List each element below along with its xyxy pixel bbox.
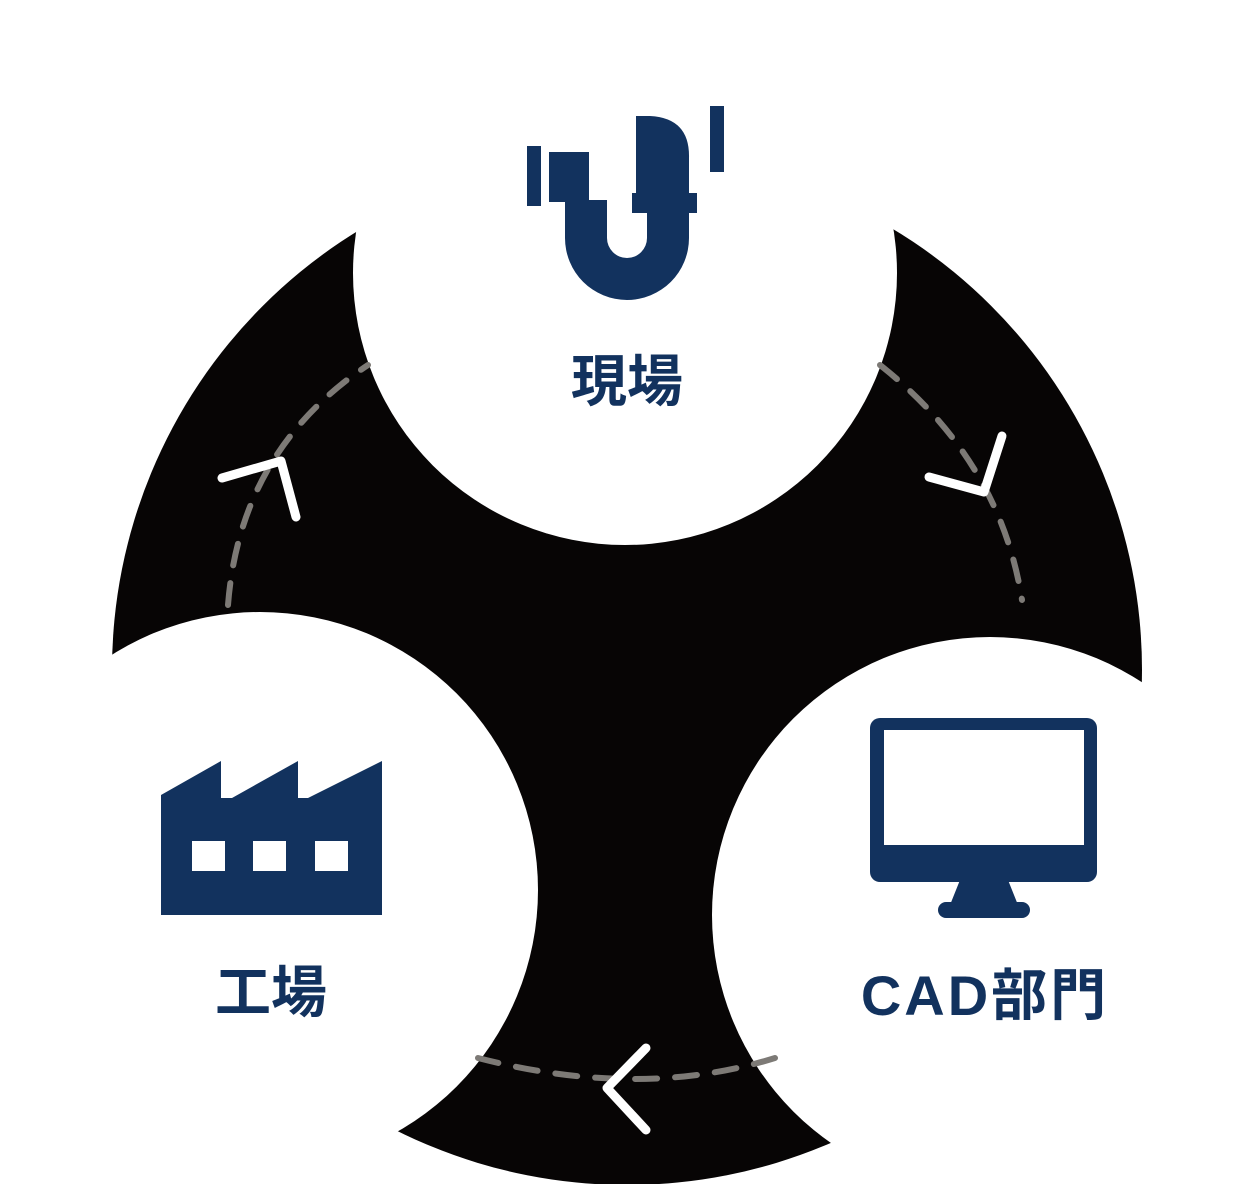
node-cad: CAD部門 [861,718,1109,1027]
central-blob [112,155,1142,1184]
connector-site-to-cad [877,362,1025,603]
cad-label: CAD部門 [861,964,1109,1027]
pipe-trap-icon [527,106,724,300]
factory-icon [161,761,382,915]
monitor-icon [870,718,1097,918]
node-site: 現場 [527,106,724,418]
arrow-cad-to-factory-icon [602,1043,651,1135]
flow-arrows [217,431,1007,1135]
arrow-site-to-cad-icon [924,431,1007,497]
connector-cad-to-factory [475,1055,778,1082]
node-factory: 工場 [161,761,382,1029]
arrow-factory-to-site-icon [217,456,301,522]
site-label: 現場 [571,337,683,418]
factory-label: 工場 [215,948,327,1029]
